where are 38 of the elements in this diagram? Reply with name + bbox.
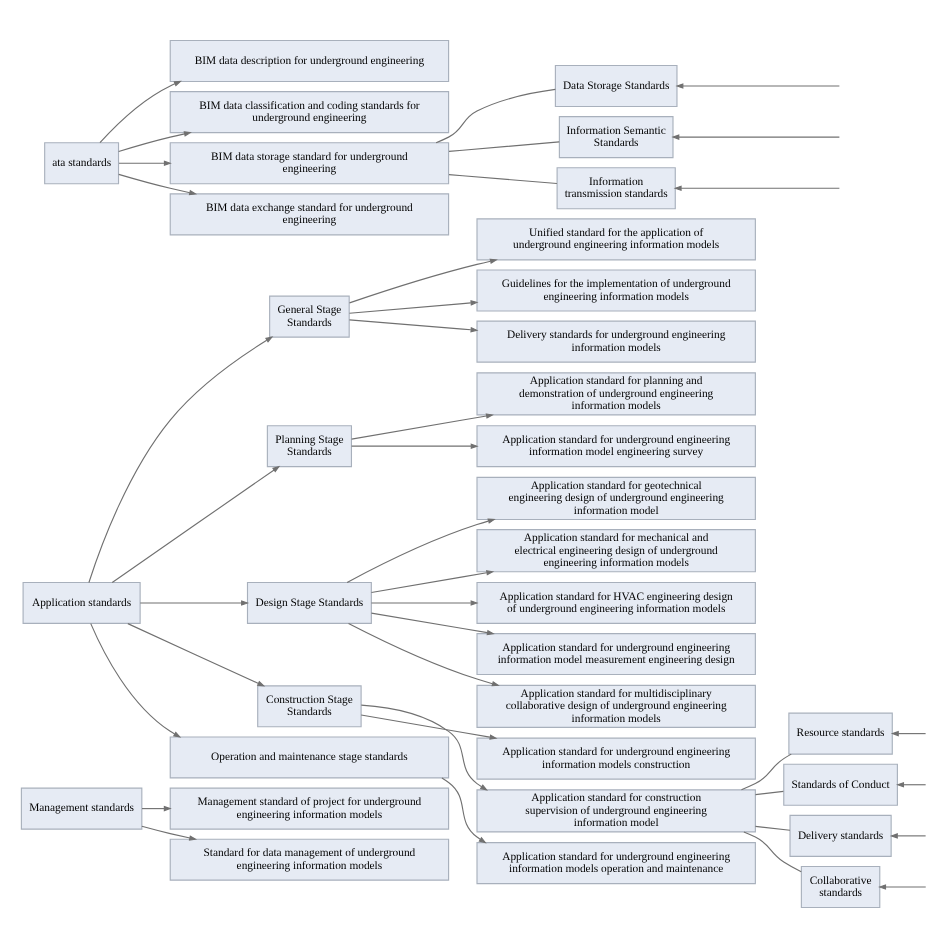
arrow (141, 825, 198, 841)
arrow (671, 134, 840, 140)
arrow (673, 185, 840, 192)
arrow (441, 777, 487, 844)
arrow (360, 704, 488, 791)
connector (740, 753, 792, 791)
connector (754, 790, 784, 796)
arrow (118, 160, 172, 167)
arrow (348, 319, 479, 333)
arrow (118, 173, 198, 196)
arrow (351, 443, 479, 449)
arrow (111, 465, 281, 584)
connector (435, 88, 556, 144)
connector (743, 831, 802, 873)
arrow (360, 714, 498, 740)
arrow (90, 623, 182, 738)
arrow (141, 805, 172, 812)
arrow (370, 600, 479, 606)
arrow (99, 80, 182, 144)
arrow (118, 131, 192, 153)
arrow (346, 518, 496, 583)
arrow (348, 300, 479, 314)
arrow (896, 781, 927, 788)
arrow (127, 623, 266, 687)
connector (448, 141, 560, 152)
arrow (675, 83, 840, 89)
arrow (348, 258, 498, 304)
connector (448, 174, 558, 185)
arrow (347, 622, 500, 687)
arrow (878, 884, 927, 890)
arrow (351, 413, 494, 440)
arrow (890, 730, 927, 737)
arrow (370, 570, 495, 594)
arrow (88, 336, 274, 584)
arrow (889, 833, 927, 839)
arrow (370, 612, 495, 636)
connector (754, 825, 791, 831)
arrow (139, 600, 250, 606)
